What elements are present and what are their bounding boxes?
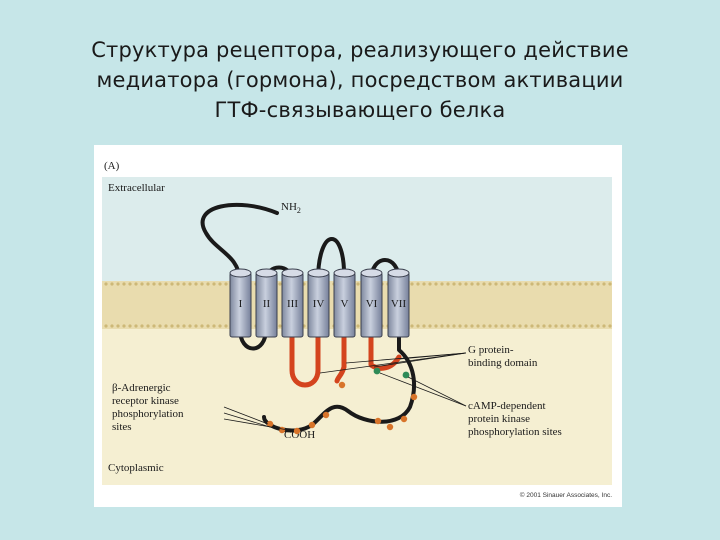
helix-label-6: VI	[366, 298, 378, 310]
camp-label-line-3: phosphorylation sites	[468, 426, 562, 438]
camp-label-line-1: cAMP-dependent	[468, 400, 546, 412]
helix-4: IV	[307, 268, 330, 338]
phospho-site-1	[338, 381, 346, 389]
helix-label-4: IV	[313, 298, 325, 310]
phospho-site-7	[308, 421, 316, 429]
n-terminus-label: NH2	[281, 201, 301, 215]
helix-7: VII	[387, 268, 410, 338]
helix-label-2: II	[263, 298, 271, 310]
annotation-leader-lines	[223, 352, 467, 432]
beta-ark-annotation: β-Adrenergic receptor kinase phosphoryla…	[112, 382, 184, 433]
phospho-site-10	[266, 420, 274, 428]
pka-phosphorylation-sites	[373, 367, 410, 379]
g-protein-annotation: G protein- binding domain	[468, 344, 538, 369]
helix-6: VI	[360, 268, 383, 338]
helix-label-1: I	[239, 298, 243, 310]
helix-label-5: V	[341, 298, 349, 310]
slide-title-line-2: медиатора (гормона), посредством активац…	[96, 68, 624, 92]
beta-ark-label-line-1: β-Adrenergic	[112, 382, 171, 394]
phospho-site-6	[322, 411, 330, 419]
phospho-site-3	[386, 423, 394, 431]
copyright-note: © 2001 Sinauer Associates, Inc.	[520, 491, 612, 499]
phosphorylation-sites	[266, 381, 418, 435]
helix-label-3: III	[287, 298, 298, 310]
phospho-site-2	[374, 417, 382, 425]
panel-label: (A)	[104, 160, 120, 172]
helix-3: III	[281, 268, 304, 338]
phospho-site-8	[293, 427, 301, 435]
helix-5: V	[333, 268, 356, 338]
camp-annotation: cAMP-dependent protein kinase phosphoryl…	[468, 400, 562, 438]
cytoplasmic-label: Cytoplasmic	[108, 462, 164, 474]
phospho-site-5	[410, 393, 418, 401]
membrane-band	[102, 281, 612, 329]
transmembrane-helices: I II III IV	[229, 268, 410, 338]
pka-site-1	[373, 367, 381, 375]
g-protein-label-line-1: G protein-	[468, 344, 514, 356]
receptor-diagram: (A) Extracellular Cytoplasmic NH2 COOH	[94, 145, 622, 507]
camp-label-line-2: protein kinase	[468, 413, 530, 425]
helix-2: II	[255, 268, 278, 338]
beta-ark-label-line-2: receptor kinase	[112, 395, 179, 407]
beta-ark-label-line-3: phosphorylation	[112, 408, 184, 420]
helix-label-7: VII	[391, 298, 407, 310]
pka-site-2	[402, 371, 410, 379]
cytoplasm-region	[102, 329, 612, 485]
phospho-site-4	[400, 415, 408, 423]
beta-ark-label-line-4: sites	[112, 421, 132, 433]
g-protein-binding-domain	[289, 326, 402, 388]
g-protein-label-line-2: binding domain	[468, 357, 538, 369]
slide-title-line-3: ГТФ-связывающего белка	[214, 98, 506, 122]
slide-title-line-1: Структура рецептора, реализующего действ…	[91, 38, 629, 62]
extracellular-label: Extracellular	[108, 182, 165, 194]
extracellular-region	[102, 177, 612, 281]
helix-1: I	[229, 268, 252, 338]
